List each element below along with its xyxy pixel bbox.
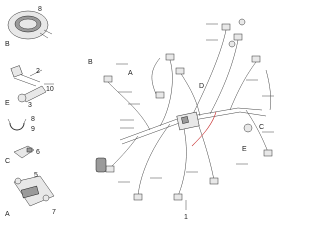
label-e-right: E bbox=[242, 146, 247, 153]
part-2-sensor-bracket bbox=[10, 65, 54, 103]
label-6: 6 bbox=[36, 149, 40, 156]
label-d: D bbox=[199, 83, 204, 90]
label-7: 7 bbox=[52, 209, 56, 216]
part-6-switch bbox=[13, 145, 35, 159]
label-c: C bbox=[5, 158, 10, 165]
label-9: 9 bbox=[31, 126, 35, 133]
part-8-instrument-cluster bbox=[7, 10, 53, 40]
part-5-control-unit bbox=[13, 175, 55, 207]
label-c-right: C bbox=[259, 124, 264, 131]
label-1: 1 bbox=[184, 214, 188, 221]
label-a-left: A bbox=[5, 211, 10, 218]
callout-lines bbox=[116, 23, 274, 183]
label-3: 3 bbox=[28, 102, 32, 109]
label-e-left: E bbox=[5, 100, 10, 107]
label-5: 5 bbox=[34, 172, 38, 179]
label-b-left: B bbox=[5, 41, 10, 48]
label-a-center: A bbox=[128, 70, 133, 77]
main-harness bbox=[95, 18, 273, 201]
wiring-diagram: 8 B 2 10 E 3 8 9 C 6 5 A 7 bbox=[5, 6, 274, 221]
label-10: 10 bbox=[46, 86, 54, 93]
part-9-clamp-ring bbox=[7, 118, 27, 131]
label-b-center: B bbox=[88, 59, 93, 66]
label-8: 8 bbox=[38, 6, 42, 13]
label-8b: 8 bbox=[31, 116, 35, 123]
label-2: 2 bbox=[36, 68, 40, 75]
